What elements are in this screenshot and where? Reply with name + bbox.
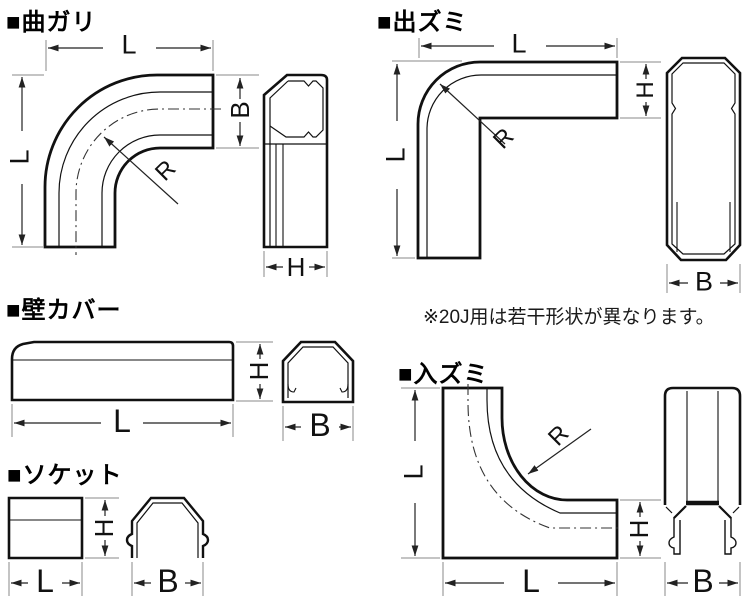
socket-end-dimensions	[131, 562, 204, 596]
magari-end-view	[262, 73, 329, 249]
dezumi-radius-leader	[439, 83, 506, 145]
note-20j-shape: ※20J用は若干形状が異なります。	[423, 307, 715, 328]
section-title-irizumi: ■入ズミ	[398, 361, 489, 388]
dim-label-height: H	[624, 519, 654, 539]
socket-end-view	[125, 496, 210, 558]
section-title-socket: ■ソケット	[7, 462, 123, 489]
irizumi-dimensions	[401, 387, 661, 596]
dim-label-width: B	[225, 101, 255, 119]
socket-outline	[7, 496, 84, 560]
dim-label-length: L	[113, 403, 131, 439]
dezumi-end-inner	[671, 62, 736, 255]
section-title-dezumi: ■出ズミ	[377, 9, 468, 36]
irizumi-centerline	[467, 384, 622, 529]
dim-label-width: B	[309, 407, 331, 443]
magari-inner-wall-line	[101, 134, 213, 247]
magari-inner-wall-line	[58, 91, 213, 247]
dim-label-length: L	[398, 464, 429, 480]
dim-label-length: L	[380, 147, 411, 163]
magari-radius-leader	[103, 136, 179, 205]
dim-label-length: L	[522, 563, 540, 598]
magari-centerline	[75, 108, 221, 255]
dim-label-width: B	[157, 563, 179, 598]
irizumi-end-outline	[663, 386, 742, 505]
irizumi-end-view	[663, 386, 742, 555]
dim-label-length: L	[511, 28, 527, 59]
dim-label-width: B	[694, 266, 714, 297]
section-title-kabecover: ■壁カバー	[6, 297, 122, 324]
irizumi-end-left-leg	[668, 517, 681, 555]
dim-label-height: H	[632, 81, 659, 99]
kabecover-end-dimensions	[282, 406, 354, 441]
socket-end-inner	[136, 502, 199, 558]
dim-label-height: H	[244, 361, 274, 381]
socket-dimensions	[8, 497, 119, 596]
irizumi-front-view	[441, 384, 622, 560]
kabecover-dimensions	[11, 341, 273, 437]
irizumi-radius-leader	[527, 428, 592, 475]
dim-label-length: L	[121, 29, 137, 60]
magari-front-view	[43, 73, 221, 255]
dim-label-length: L	[4, 149, 35, 165]
dezumi-dimensions	[392, 38, 661, 259]
socket-side-view	[7, 496, 84, 560]
irizumi-end-dimensions	[664, 562, 741, 596]
magari-end-dimensions	[263, 251, 328, 277]
irizumi-inner-wall-line	[486, 388, 617, 514]
dezumi-end-outline	[665, 56, 742, 262]
kabecover-outline	[10, 340, 235, 402]
dezumi-inner-wall-line	[426, 74, 617, 258]
dim-label-height: H	[286, 252, 306, 282]
dezumi-end-dimensions	[666, 264, 741, 293]
dim-label-length: L	[36, 563, 54, 598]
kabecover-end-view	[281, 340, 355, 404]
dim-label-width: B	[692, 563, 714, 598]
dim-label-height: H	[89, 518, 119, 538]
magari-outline	[43, 73, 215, 249]
magari-end-outline	[262, 73, 329, 249]
dezumi-outline	[416, 60, 619, 260]
kabecover-end-inner	[287, 346, 349, 398]
irizumi-end-right-leg	[724, 517, 737, 555]
irizumi-outline	[441, 386, 619, 560]
magari-dimensions	[12, 40, 259, 248]
socket-end-outline	[125, 496, 210, 558]
magari-end-profile	[269, 80, 324, 138]
kabecover-end-outline	[281, 340, 355, 404]
kabecover-side-view	[10, 340, 235, 402]
section-title-magari: ■曲ガリ	[6, 9, 97, 36]
dezumi-front-view	[416, 60, 619, 260]
dezumi-end-view	[665, 56, 742, 262]
